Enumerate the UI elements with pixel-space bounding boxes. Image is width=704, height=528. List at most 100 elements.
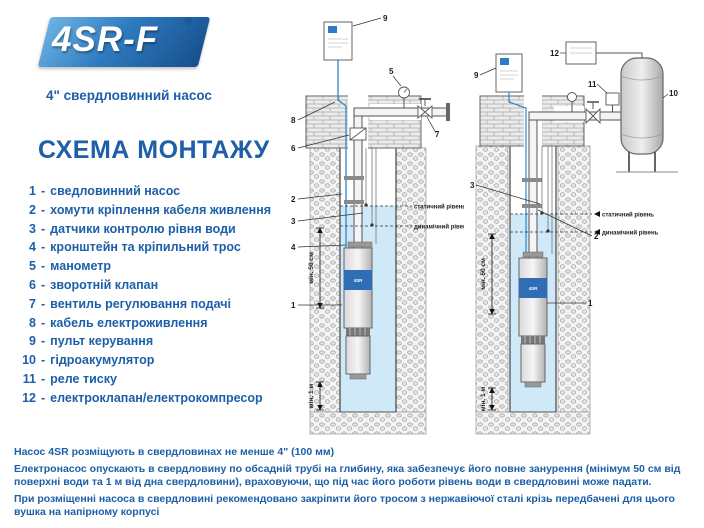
note-1: Насос 4SR розміщують в свердловинах не м… [14, 446, 335, 458]
legend-separator: - [41, 202, 46, 217]
static-level-label: статичний рівень [414, 204, 464, 211]
callout-9: 9 [474, 71, 479, 80]
borehole-backfill [475, 145, 591, 435]
callout-7: 7 [435, 130, 440, 139]
legend-label: реле тиску [50, 371, 117, 386]
legend-label: пульт керування [50, 334, 154, 349]
product-subtitle: 4" свердловинний насос [46, 88, 212, 103]
flow-valve [585, 101, 601, 125]
power-cable [508, 92, 527, 258]
callout-11: 11 [588, 80, 597, 89]
legend-separator: - [41, 334, 46, 349]
legend-separator: - [41, 315, 46, 330]
legend-label: хомути кріплення кабеля живлення [50, 202, 272, 217]
legend-number: 2 [29, 202, 36, 217]
pressure-tank [616, 57, 678, 173]
callout-5: 5 [389, 67, 394, 76]
legend-label: вентиль регулювання подачі [50, 296, 231, 311]
control-panel [323, 21, 353, 61]
flow-valve [417, 98, 433, 119]
legend-separator: - [41, 184, 46, 198]
cable-clamps [344, 176, 364, 204]
pressure-switch [605, 92, 620, 112]
casing-pipe [509, 146, 557, 413]
legend-label: кронштейн та кріпильний трос [50, 240, 241, 255]
legend-number: 8 [29, 315, 36, 330]
dimension-min-50cm: мін. 50 см [307, 227, 324, 309]
diagram-right-svg: 4SR статичний рівень динамічний рівень м… [470, 41, 678, 435]
legend-item-10: 10-гідроакумулятор [14, 351, 292, 370]
callout-3: 3 [470, 181, 475, 190]
logo-text: 4SR-F [52, 20, 159, 59]
legend-separator: - [41, 240, 46, 255]
legend-item-5: 5-манометр [14, 257, 292, 276]
legend-number: 6 [29, 277, 36, 292]
callout-1: 1 [588, 299, 593, 308]
cable-clamps [522, 178, 542, 208]
diagram-left-svg: 4SR статичний рівень динамічний рівень м… [291, 14, 471, 435]
pump-brand-label: 4SR [354, 278, 364, 283]
legend-item-6: 6-зворотній клапан [14, 276, 292, 295]
legend-item-9: 9-пульт керування [14, 332, 292, 351]
water-levels: статичний рівень динамічний рівень [510, 211, 659, 237]
legend-separator: - [41, 259, 46, 274]
legend-list: 1-сведловинний насос 2-хомути кріплення … [14, 182, 292, 408]
diagram-basic-installation: 4SR статичний рівень динамічний рівень м… [286, 8, 471, 442]
min-50cm-label: мін. 50 см [479, 258, 487, 290]
legend-separator: - [41, 296, 46, 311]
callout-12: 12 [550, 49, 559, 58]
brand-logo: 4SR-F ® [36, 14, 216, 80]
legend-label: манометр [50, 259, 112, 274]
callout-9: 9 [383, 14, 388, 23]
note-3: При розміщенні насоса в свердловині реко… [14, 493, 675, 518]
dynamic-level-label: динамічний рівень [602, 230, 659, 237]
note-2: Електронасос опускають в свердловину по … [14, 463, 681, 488]
safety-rope-bracket [522, 146, 553, 258]
callout-10: 10 [669, 89, 678, 98]
callout-2: 2 [291, 195, 296, 204]
legend-label: зворотній клапан [50, 277, 159, 292]
dimension-min-50cm: мін. 50 см [479, 233, 496, 315]
legend-number: 9 [29, 334, 36, 349]
legend-item-4: 4-кронштейн та кріпильний трос [14, 238, 292, 257]
legend-separator: - [41, 221, 46, 236]
callouts-left: 9 5 7 8 6 2 3 4 1 [291, 14, 440, 310]
legend-separator: - [41, 277, 46, 292]
callout-3: 3 [291, 217, 296, 226]
static-level-label: статичний рівень [602, 212, 654, 219]
min-1m-label: мін. 1 м [307, 384, 315, 409]
page-title: СХЕМА МОНТАЖУ [38, 136, 270, 164]
legend-label: сведловинний насос [50, 184, 181, 198]
borehole-backfill [309, 147, 427, 435]
min-50cm-label: мін. 50 см [307, 252, 315, 284]
callout-2: 2 [594, 232, 599, 241]
installation-notes: Насос 4SR розміщують в свердловинах не м… [14, 446, 692, 519]
registered-mark: ® [184, 16, 193, 28]
submersible-pump: 4SR [518, 257, 548, 388]
water-levels: статичний рівень динамічний рівень [340, 204, 471, 231]
pump-brand-label: 4SR [529, 286, 539, 291]
callout-4: 4 [291, 243, 296, 252]
legend-number: 12 [22, 390, 36, 405]
legend-label: гідроакумулятор [50, 353, 155, 368]
legend-item-3: 3-датчики контролю рівня води [14, 220, 292, 239]
legend-item-7: 7-вентиль регулювання подачі [14, 295, 292, 314]
legend-number: 7 [29, 296, 36, 311]
legend-number: 4 [29, 240, 36, 255]
legend-separator: - [41, 371, 46, 386]
legend-item-11: 11-реле тиску [14, 370, 292, 389]
dynamic-level-label: динамічний рівень [414, 224, 464, 231]
safety-rope-bracket [347, 148, 377, 248]
legend-separator: - [41, 353, 46, 368]
legend-item-12: 12-електроклапан/електрокомпресор [14, 389, 292, 408]
legend-separator: - [41, 390, 46, 405]
callouts-right: 9 12 11 10 3 2 1 [470, 49, 678, 308]
legend-number: 1 [29, 184, 36, 198]
legend-item-2: 2-хомути кріплення кабеля живлення [14, 201, 292, 220]
pressure-gauge [398, 86, 410, 108]
callout-6: 6 [291, 144, 296, 153]
callout-1: 1 [291, 301, 296, 310]
submersible-pump: 4SR [343, 247, 373, 380]
legend-label: електроклапан/електрокомпресор [50, 390, 263, 405]
